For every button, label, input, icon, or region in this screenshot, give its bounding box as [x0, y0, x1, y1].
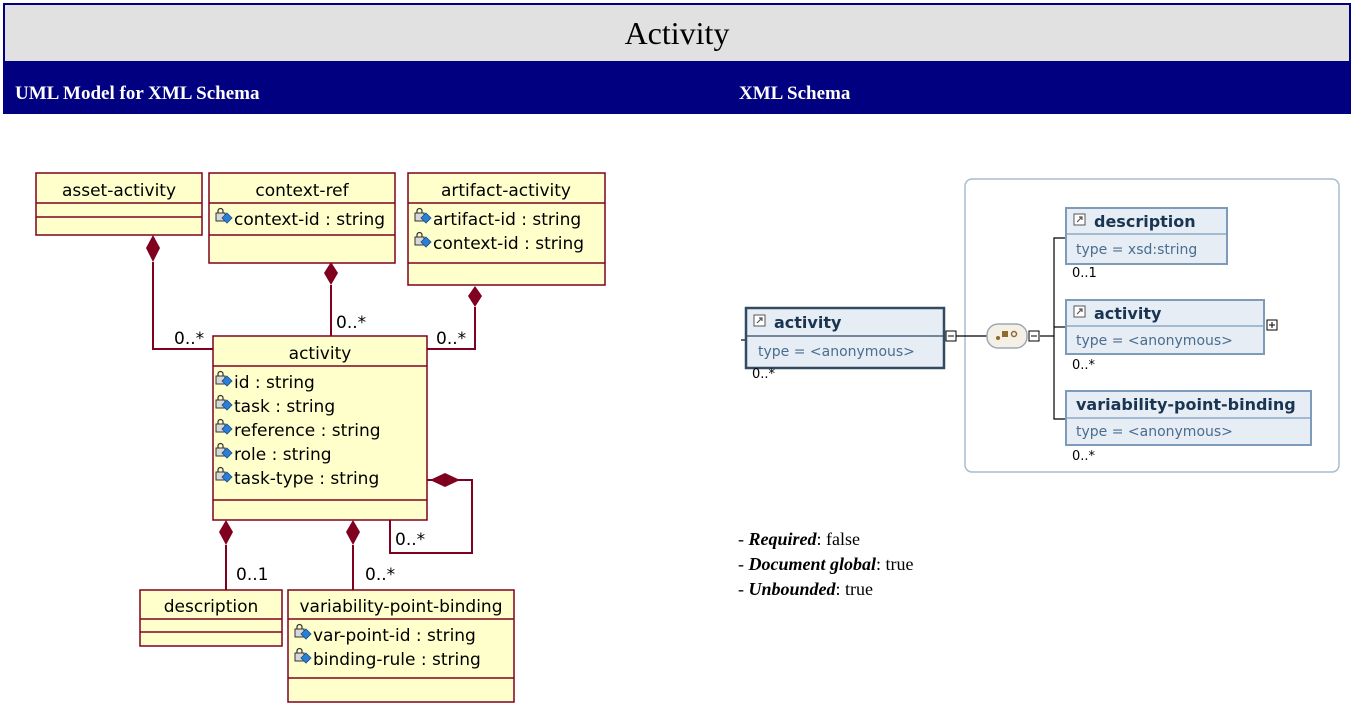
property-label: Required: [748, 529, 817, 549]
property-required: - Required: false: [738, 529, 860, 549]
class-name: context-ref: [255, 181, 349, 201]
diamond-artifact: [468, 286, 482, 307]
element-multiplicity: 0..1: [1072, 266, 1097, 281]
diamond-context: [324, 262, 338, 285]
xml-schema-section-header: XML Schema: [739, 83, 851, 104]
attribute: id : string: [234, 373, 315, 393]
sequence-compositor[interactable]: [986, 323, 1040, 349]
element-multiplicity: 0..*: [752, 367, 776, 382]
sequence-container: [964, 178, 1340, 473]
element-name: activity: [774, 313, 842, 332]
mult-artifact: 0..*: [436, 329, 466, 349]
attribute: task : string: [234, 397, 335, 417]
collapse-toggle[interactable]: [1028, 330, 1040, 342]
properties-list: - Required: false - Document global: tru…: [738, 527, 914, 602]
attribute: context-id : string: [433, 234, 584, 254]
class-description: description: [139, 589, 283, 647]
element-type: type = <anonymous>: [1076, 424, 1233, 440]
xsd-activity[interactable]: activity type = <anonymous> 0..*: [1065, 299, 1278, 373]
attribute: var-point-id : string: [313, 626, 476, 646]
diamond-description: [219, 520, 233, 545]
attribute: binding-rule : string: [313, 650, 481, 670]
class-name: asset-activity: [62, 181, 176, 201]
class-name: artifact-activity: [441, 181, 571, 201]
property-value: : false: [816, 529, 860, 549]
element-icon: [1073, 213, 1086, 226]
xsd-connectors: [741, 237, 1066, 420]
collapse-toggle[interactable]: [945, 330, 957, 342]
property-label: Unbounded: [748, 579, 836, 599]
element-multiplicity: 0..*: [1072, 358, 1096, 373]
attribute: artifact-id : string: [433, 210, 581, 230]
expand-toggle[interactable]: [1266, 319, 1278, 331]
class-name: description: [164, 597, 259, 617]
property-value: : true: [835, 579, 874, 599]
diamond-asset: [146, 235, 160, 262]
class-activity: activity id : string task : string refer…: [212, 335, 428, 521]
xsd-variability-point-binding[interactable]: variability-point-binding type = <anonym…: [1065, 390, 1312, 464]
element-name: variability-point-binding: [1076, 395, 1296, 414]
element-icon: [753, 314, 766, 327]
property-unbounded: - Unbounded: true: [738, 579, 874, 599]
mult-asset: 0..*: [174, 329, 204, 349]
mult-context: 0..*: [336, 313, 366, 333]
property-label: Document global: [748, 554, 877, 574]
uml-diagram: 0..* 0..* 0..* 0..* 0..1 0..* asset-acti…: [35, 172, 606, 703]
page-title: Activity: [624, 15, 730, 51]
property-value: : true: [876, 554, 914, 574]
element-multiplicity: 0..*: [1072, 449, 1096, 464]
property-document-global: - Document global: true: [738, 554, 914, 574]
class-asset-activity: asset-activity: [35, 172, 203, 236]
element-type: type = <anonymous>: [1076, 333, 1233, 349]
element-type: type = xsd:string: [1076, 242, 1197, 258]
class-artifact-activity: artifact-activity artifact-id : string c…: [407, 172, 606, 286]
mult-vpb: 0..*: [365, 565, 395, 585]
diamond-vpb: [346, 520, 360, 545]
xsd-description[interactable]: description type = xsd:string 0..1: [1065, 207, 1228, 281]
element-name: description: [1094, 212, 1196, 231]
element-name: activity: [1094, 304, 1162, 323]
element-type: type = <anonymous>: [758, 344, 915, 360]
attribute: context-id : string: [234, 210, 385, 230]
attribute: task-type : string: [234, 469, 379, 489]
mult-description: 0..1: [236, 565, 268, 585]
header-bar: UML Model for XML Schema XML Schema: [3, 63, 1351, 114]
mult-self: 0..*: [395, 530, 425, 550]
class-variability-point-binding: variability-point-binding var-point-id :…: [287, 589, 515, 703]
diamond-self: [430, 473, 460, 487]
xsd-root-activity[interactable]: activity type = <anonymous> 0..*: [744, 306, 957, 382]
element-icon: [1073, 305, 1086, 318]
title-bar: Activity: [3, 3, 1351, 63]
composition-diamonds: [146, 235, 482, 545]
class-name: variability-point-binding: [300, 597, 503, 617]
attribute: role : string: [234, 445, 332, 465]
class-context-ref: context-ref context-id : string: [208, 172, 396, 264]
uml-section-header: UML Model for XML Schema: [15, 83, 260, 104]
attribute: reference : string: [234, 421, 381, 441]
class-name: activity: [289, 344, 352, 364]
